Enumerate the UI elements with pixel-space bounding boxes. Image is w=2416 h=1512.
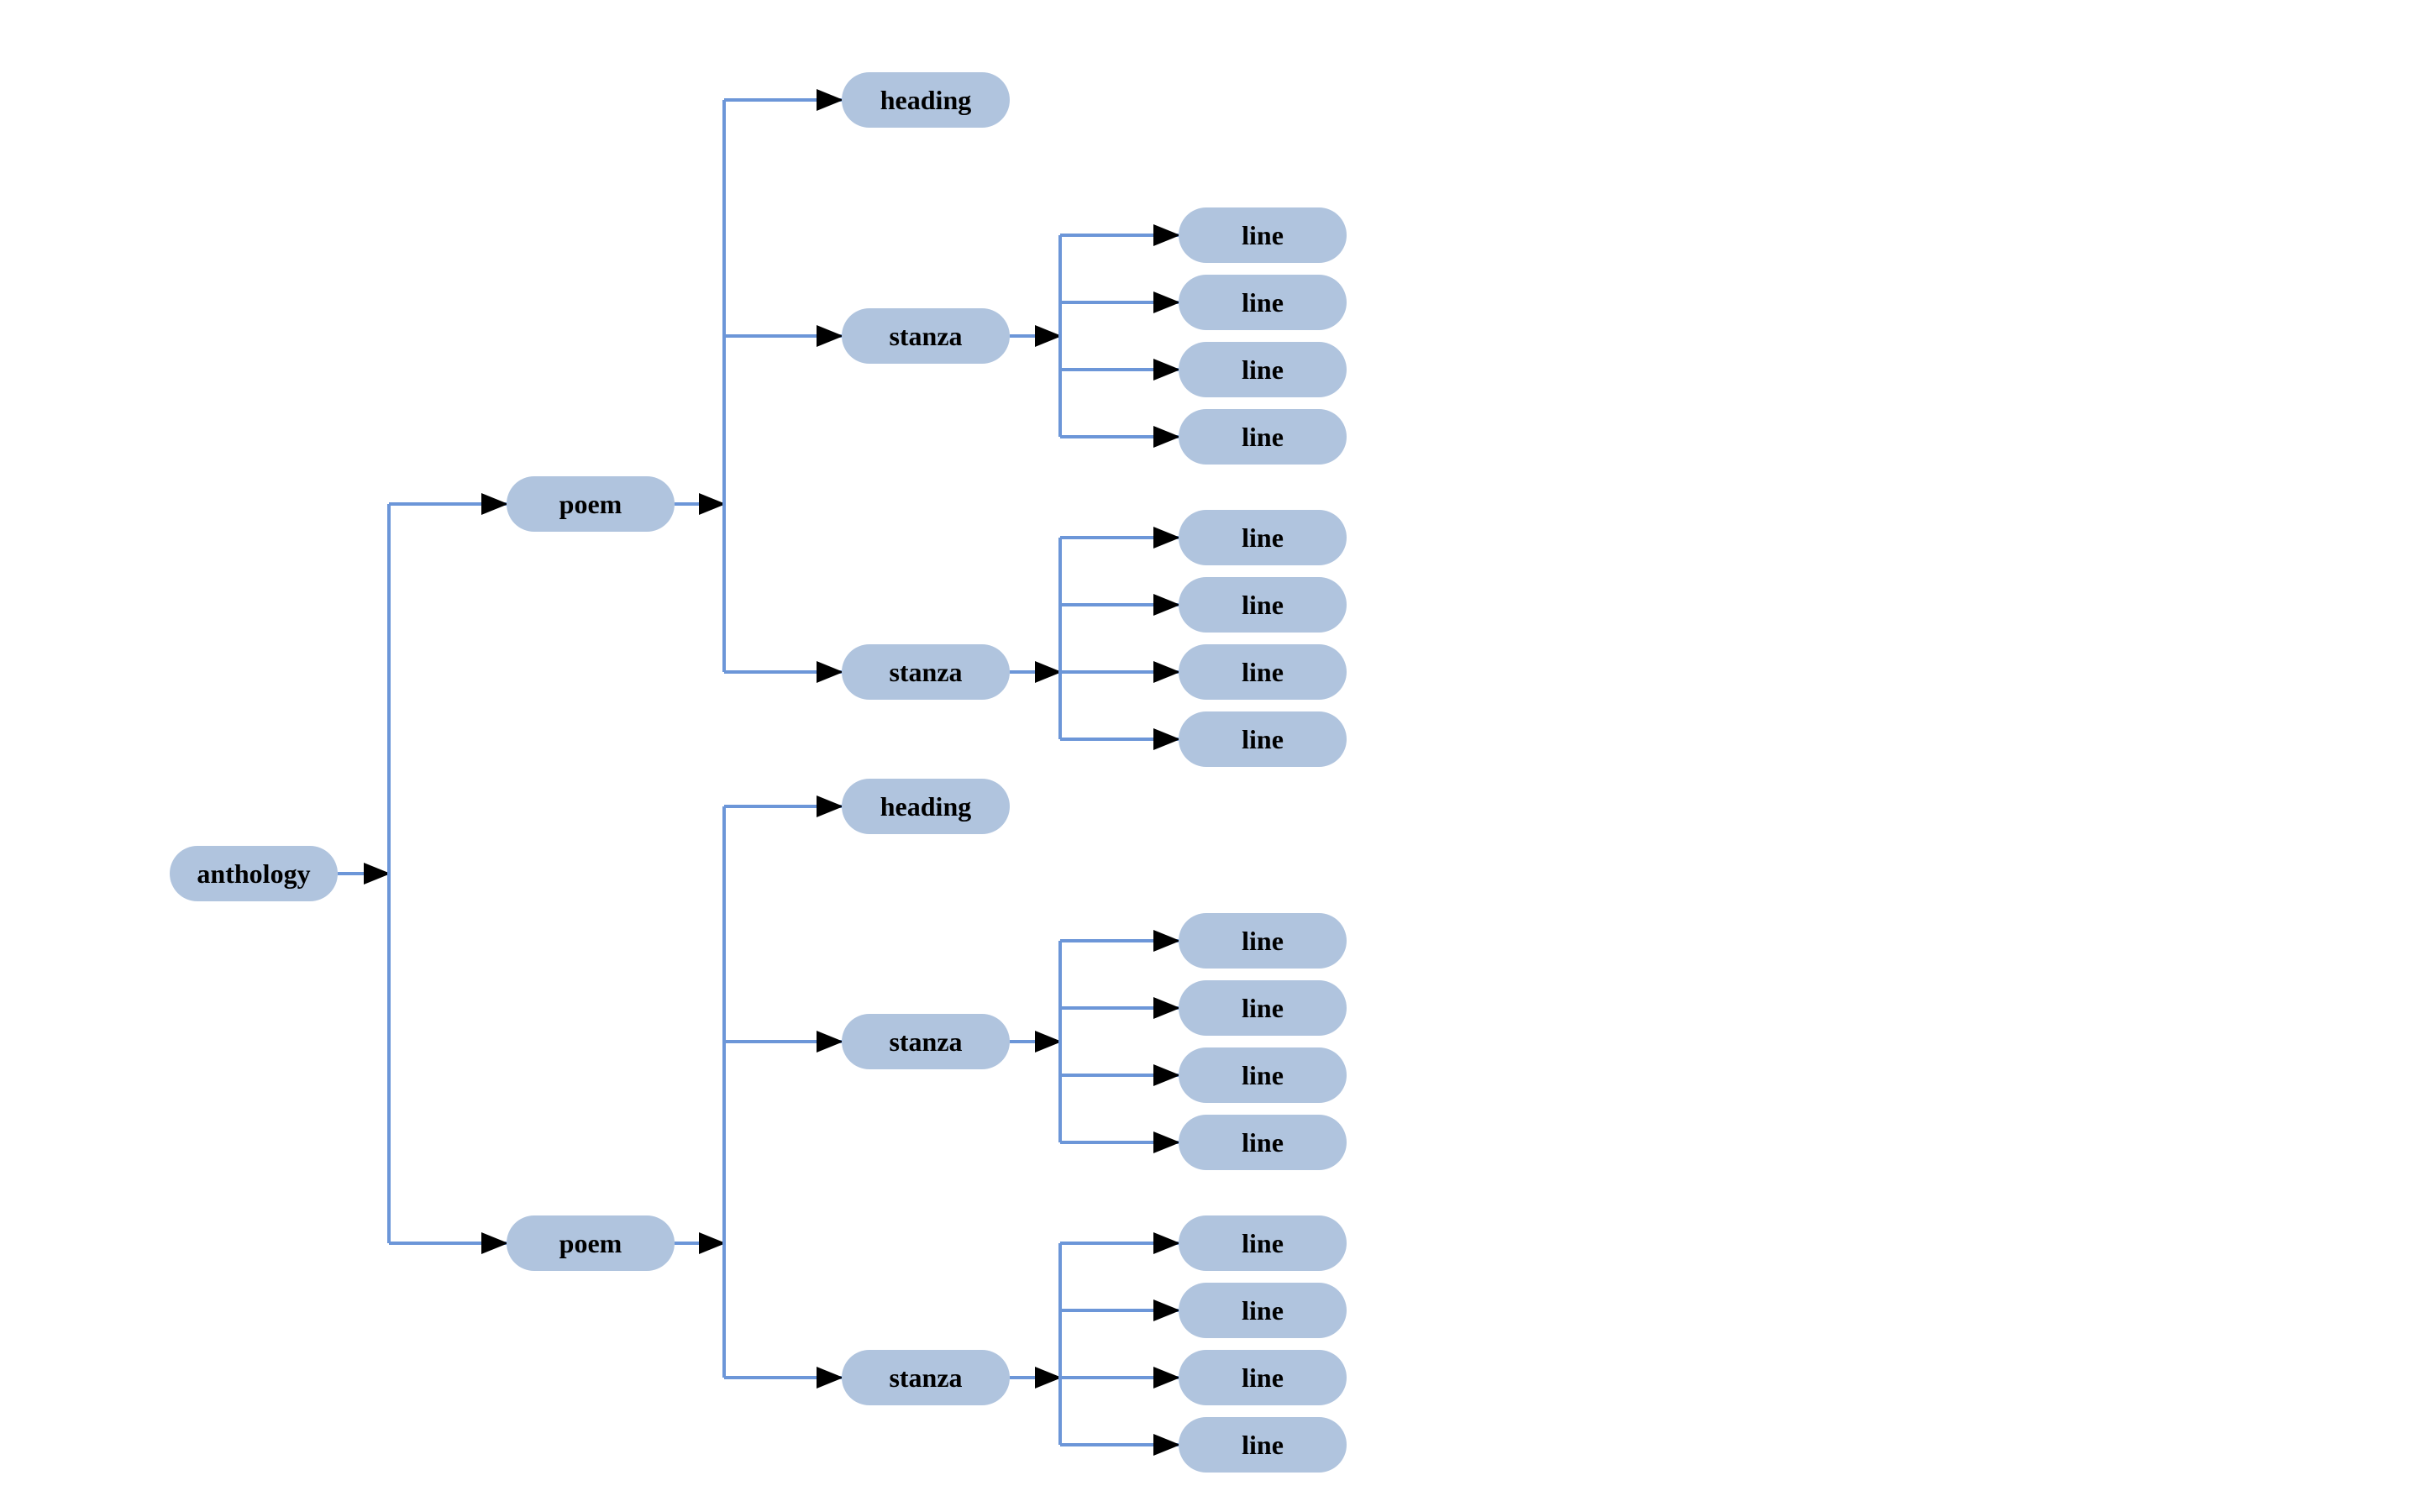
node-line-4-4: line [1179, 1417, 1347, 1473]
arrowhead-trunk-to-line-1-2 [1153, 291, 1180, 313]
arrowhead-trunk-to-line-4-3 [1153, 1367, 1180, 1389]
arrowhead-trunk-to-poem-2 [481, 1232, 508, 1254]
node-line-4-3: line [1179, 1350, 1347, 1405]
arrowhead-trunk-to-line-1-4 [1153, 426, 1180, 448]
node-line-2-1: line [1179, 510, 1347, 565]
node-line-4-2: line [1179, 1283, 1347, 1338]
arrowhead-trunk-to-line-2-3 [1153, 661, 1180, 683]
arrowhead-trunk-to-line-4-2 [1153, 1299, 1180, 1321]
node-heading-2: heading [842, 779, 1010, 834]
arrowhead-trunk-to-line-3-2 [1153, 997, 1180, 1019]
arrowhead-trunk-to-line-3-4 [1153, 1131, 1180, 1153]
node-stanza-2-1: stanza [842, 1014, 1010, 1069]
node-poem-2: poem [507, 1215, 675, 1271]
node-line-1-3: line [1179, 342, 1347, 397]
arrowhead-trunk-to-line-1-3 [1153, 359, 1180, 381]
arrowhead-trunk-to-poem-1 [481, 493, 508, 515]
arrowhead-trunk-to-line-2-1 [1153, 527, 1180, 549]
arrowhead-trunk-to-line-4-1 [1153, 1232, 1180, 1254]
node-poem-1: poem [507, 476, 675, 532]
node-line-1-2: line [1179, 275, 1347, 330]
node-line-3-4: line [1179, 1115, 1347, 1170]
node-line-2-2: line [1179, 577, 1347, 633]
node-line-3-1: line [1179, 913, 1347, 969]
arrowhead-trunk-to-stanza-1-2 [817, 661, 843, 683]
arrowhead-trunk-to-line-3-3 [1153, 1064, 1180, 1086]
arrowhead-stanza-2-2-to-trunk [1035, 1367, 1062, 1389]
arrowhead-anthology-to-trunk [364, 863, 391, 885]
arrowhead-stanza-1-2-to-trunk [1035, 661, 1062, 683]
node-heading-1: heading [842, 72, 1010, 128]
node-stanza-2-2: stanza [842, 1350, 1010, 1405]
arrowhead-trunk-to-line-4-4 [1153, 1434, 1180, 1456]
arrowhead-stanza-2-1-to-trunk [1035, 1031, 1062, 1053]
node-line-1-4: line [1179, 409, 1347, 465]
arrowhead-trunk-to-line-2-2 [1153, 594, 1180, 616]
node-line-2-3: line [1179, 644, 1347, 700]
arrowhead-trunk-to-line-1-1 [1153, 224, 1180, 246]
node-line-2-4: line [1179, 711, 1347, 767]
arrowhead-stanza-1-1-to-trunk [1035, 325, 1062, 347]
arrowhead-trunk-to-stanza-2-2 [817, 1367, 843, 1389]
node-line-3-2: line [1179, 980, 1347, 1036]
arrowhead-poem-2-to-trunk [699, 1232, 726, 1254]
arrowhead-trunk-to-heading-1 [817, 89, 843, 111]
arrowhead-trunk-to-stanza-2-1 [817, 1031, 843, 1053]
node-anthology: anthology [170, 846, 338, 901]
arrowhead-poem-1-to-trunk [699, 493, 726, 515]
arrowhead-trunk-to-stanza-1-1 [817, 325, 843, 347]
arrowhead-trunk-to-line-2-4 [1153, 728, 1180, 750]
arrowhead-trunk-to-heading-2 [817, 795, 843, 817]
node-stanza-1-2: stanza [842, 644, 1010, 700]
node-line-3-3: line [1179, 1047, 1347, 1103]
node-line-4-1: line [1179, 1215, 1347, 1271]
node-stanza-1-1: stanza [842, 308, 1010, 364]
node-line-1-1: line [1179, 207, 1347, 263]
arrowhead-trunk-to-line-3-1 [1153, 930, 1180, 952]
